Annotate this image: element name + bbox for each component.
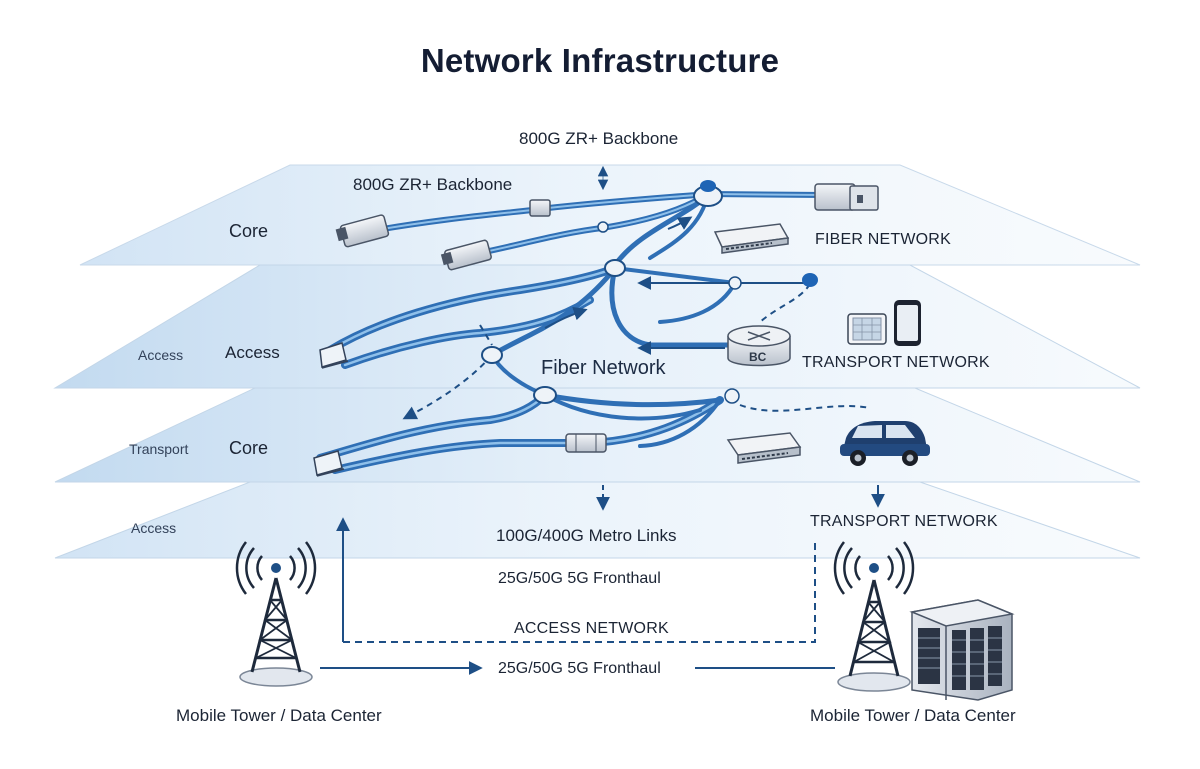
transceiver-icon xyxy=(440,239,492,271)
node-icon xyxy=(802,273,818,287)
transceiver-icon xyxy=(814,183,879,211)
switch-icon xyxy=(726,432,802,464)
fiber-network-label: Fiber Network xyxy=(541,357,666,379)
tower-right-caption: Mobile Tower / Data Center xyxy=(810,706,1016,725)
node-icon xyxy=(700,180,716,192)
node-icon xyxy=(481,346,503,364)
transceiver-icon xyxy=(529,199,551,217)
switch-icon xyxy=(713,223,790,254)
cell-tower-icon xyxy=(235,541,317,687)
node-icon xyxy=(597,221,609,233)
access-network-label: ACCESS NETWORK xyxy=(514,620,669,637)
car-icon xyxy=(840,421,930,466)
transceiver-icon xyxy=(313,450,345,477)
core-layer-label: Core xyxy=(229,221,269,241)
fiber-network-caps-label: FIBER NETWORK xyxy=(815,231,951,248)
cell-tower-icon xyxy=(833,541,915,692)
backbone-label-mid: 800G ZR+ Backbone xyxy=(353,175,513,194)
tower-left-caption: Mobile Tower / Data Center xyxy=(176,706,382,725)
node-icon xyxy=(604,259,626,277)
fronthaul-lower-label: 25G/50G 5G Fronthaul xyxy=(498,660,661,677)
page-title: Network Infrastructure xyxy=(420,42,780,79)
transport-network-label-2: TRANSPORT NETWORK xyxy=(810,513,998,530)
node-icon xyxy=(533,386,557,404)
bc-badge: BC xyxy=(749,350,767,364)
phone-icon xyxy=(894,300,921,346)
tablet-icon xyxy=(847,313,887,345)
backbone-label-top: 800G ZR+ Backbone xyxy=(519,129,679,148)
arrow-connectors xyxy=(320,165,885,675)
core-plane xyxy=(79,164,1141,266)
fronthaul-upper-label: 25G/50G 5G Fronthaul xyxy=(498,570,661,587)
transceiver-icon xyxy=(335,214,390,248)
transport-small-label: Transport xyxy=(129,441,189,457)
access-small-label: Access xyxy=(138,347,184,363)
router-icon: BC xyxy=(727,325,791,367)
transport-network-label-1: TRANSPORT NETWORK xyxy=(802,354,990,371)
metro-links-label: 100G/400G Metro Links xyxy=(496,526,677,545)
access-bottom-plane xyxy=(54,481,1141,559)
node-icon xyxy=(724,388,740,404)
access-bottom-small-label: Access xyxy=(131,520,177,536)
transceiver-icon xyxy=(319,342,349,369)
access-label: Access xyxy=(225,343,280,362)
junction-nodes xyxy=(481,180,818,404)
core-label-lower: Core xyxy=(229,438,269,458)
transceiver-icon xyxy=(565,433,607,453)
node-icon xyxy=(728,276,742,290)
data-center-icon xyxy=(909,599,1015,701)
